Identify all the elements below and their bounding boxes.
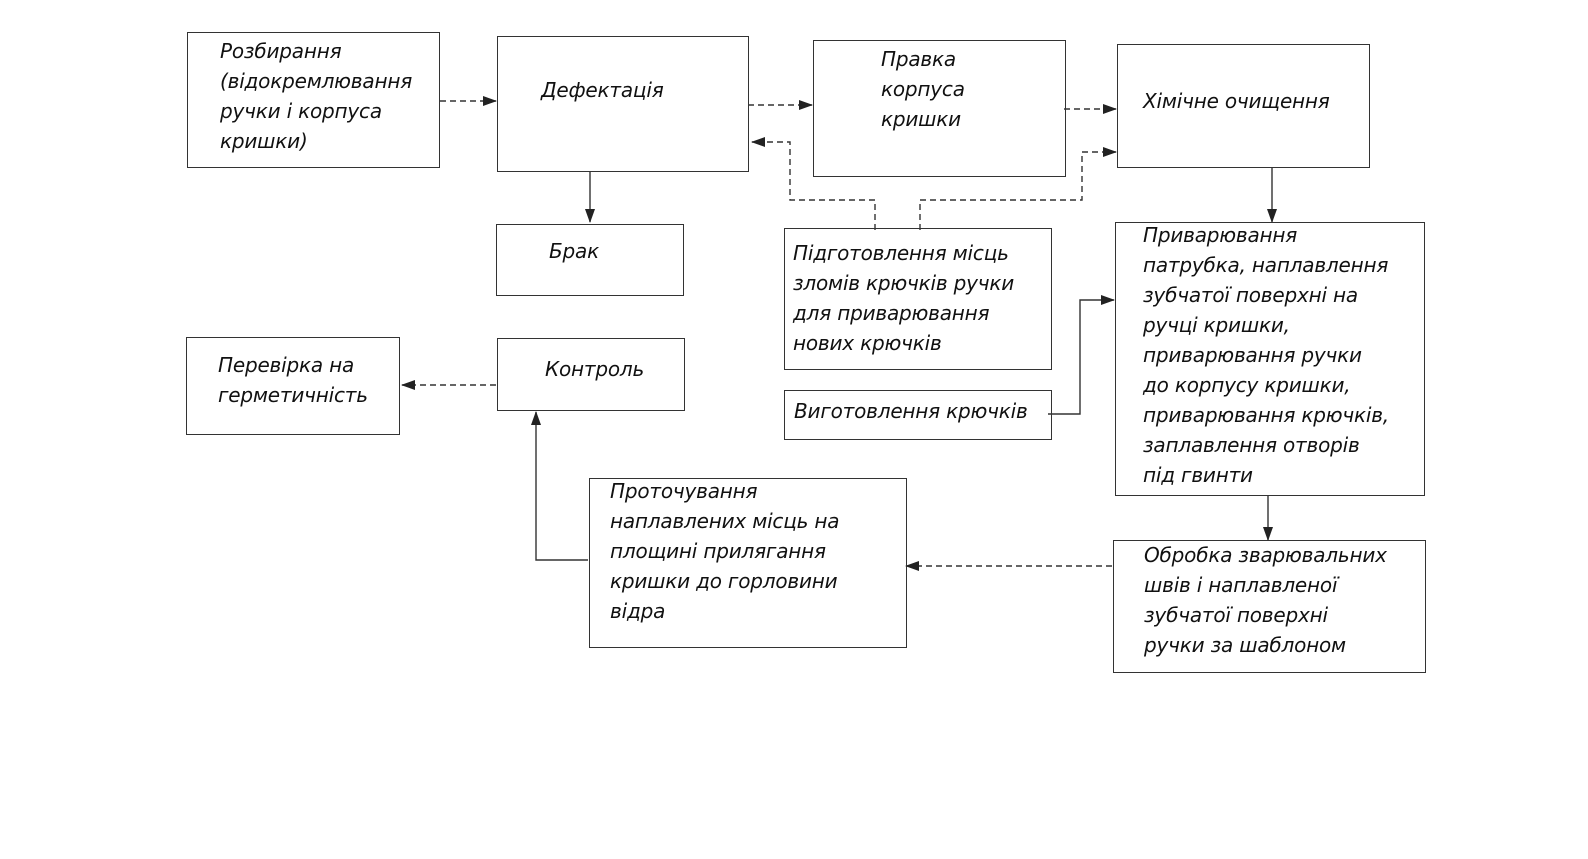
arrow-turning-to-control	[531, 411, 588, 561]
node-hook-manufacturing	[784, 390, 1052, 440]
node-welding-label: Приварювання патрубка, наплавлення зубча…	[1143, 223, 1389, 487]
node-prep-hook-sites-label: Підготовлення місць зломів крючків ручки…	[793, 241, 1015, 355]
node-leak-test	[186, 337, 400, 435]
node-defectation-label: Дефектація	[541, 78, 664, 102]
node-chemical-cleaning	[1117, 44, 1370, 168]
arrow-hooks-to-welding	[1048, 295, 1115, 415]
node-turning	[589, 478, 907, 648]
node-control-label: Контроль	[545, 357, 645, 381]
node-turning-label: Проточування наплавлених місць на площин…	[610, 479, 840, 623]
node-straightening-label: Правка корпуса кришки	[881, 47, 965, 131]
arrow-prep-to-defectation	[751, 137, 876, 230]
node-welding	[1115, 222, 1425, 496]
node-chemical-cleaning-label: Хімічне очищення	[1143, 89, 1330, 113]
node-hook-manufacturing-label: Виготовлення крючків	[794, 399, 1028, 423]
node-reject	[496, 224, 684, 296]
node-control	[497, 338, 685, 411]
node-defectation	[497, 36, 749, 172]
node-leak-test-label: Перевірка на герметичність	[218, 353, 368, 407]
arrow-prep-to-cleaning	[919, 147, 1117, 230]
node-reject-label: Брак	[549, 239, 599, 263]
node-seam-processing	[1113, 540, 1426, 673]
node-prep-hook-sites	[784, 228, 1052, 370]
node-seam-processing-label: Обробка зварювальних швів і наплавленої …	[1144, 543, 1387, 657]
node-disassembly	[187, 32, 440, 168]
node-disassembly-label: Розбирання (відокремлювання ручки і корп…	[220, 39, 413, 153]
node-straightening	[813, 40, 1066, 177]
